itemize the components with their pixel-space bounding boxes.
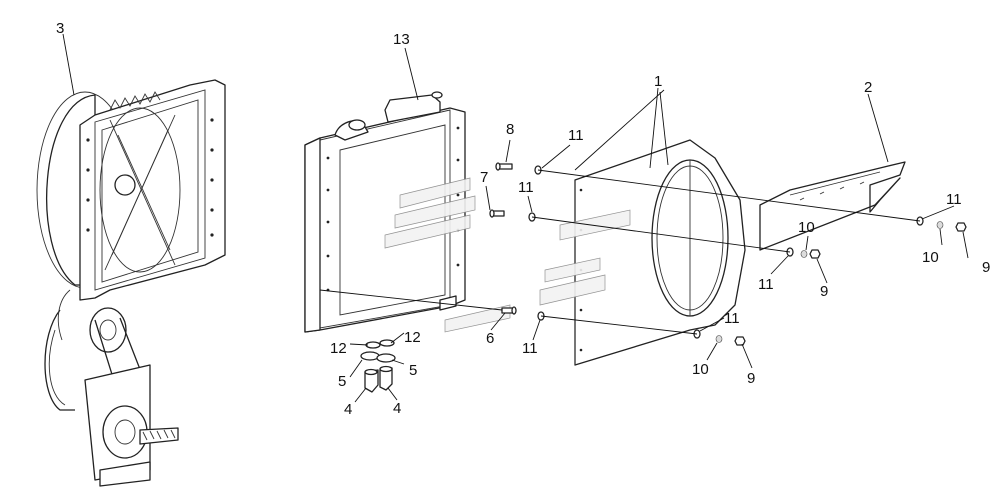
- callout-11-bottom: 11: [522, 340, 538, 357]
- fasteners: [360, 162, 967, 393]
- leader-lines: [62, 33, 969, 403]
- callout-5-right: 5: [409, 362, 417, 379]
- callout-4-right: 4: [393, 400, 401, 417]
- callout-11-lower-right: 11: [724, 310, 740, 327]
- callout-11-right: 11: [758, 276, 774, 293]
- fan-shroud-panel: [574, 139, 746, 366]
- callout-5-left: 5: [338, 373, 346, 390]
- callout-4-left: 4: [344, 401, 352, 418]
- callout-labels: 3 13 1 2 8 11 7 11 10 11 11 10 9 9 12 12…: [56, 20, 990, 418]
- coolant-tank: [384, 94, 441, 123]
- callout-8: 8: [506, 121, 514, 138]
- callout-9-right: 9: [820, 283, 828, 300]
- callout-12-left: 12: [330, 340, 347, 357]
- callout-2: 2: [864, 79, 872, 96]
- callout-13: 13: [393, 31, 410, 48]
- callout-3: 3: [56, 20, 64, 37]
- callout-9-bottom: 9: [747, 370, 755, 387]
- callout-7: 7: [480, 169, 488, 186]
- fan-drive-assembly: [36, 79, 226, 487]
- radiator-assembly: [304, 91, 466, 333]
- callout-9-far-right: 9: [982, 259, 990, 276]
- callout-10-right-upper: 10: [798, 219, 815, 236]
- callout-11-far-right: 11: [946, 191, 962, 208]
- callout-11-mid: 11: [518, 179, 534, 196]
- callout-11-top: 11: [568, 127, 584, 144]
- callout-12-right: 12: [404, 329, 421, 346]
- ghost-panels: [384, 177, 631, 333]
- callout-10-far-right: 10: [922, 249, 939, 266]
- callout-6: 6: [486, 330, 494, 347]
- deflector-plate: [759, 161, 906, 251]
- callout-10-bottom: 10: [692, 361, 709, 378]
- callout-1: 1: [654, 73, 662, 90]
- radiator-body: [304, 107, 466, 333]
